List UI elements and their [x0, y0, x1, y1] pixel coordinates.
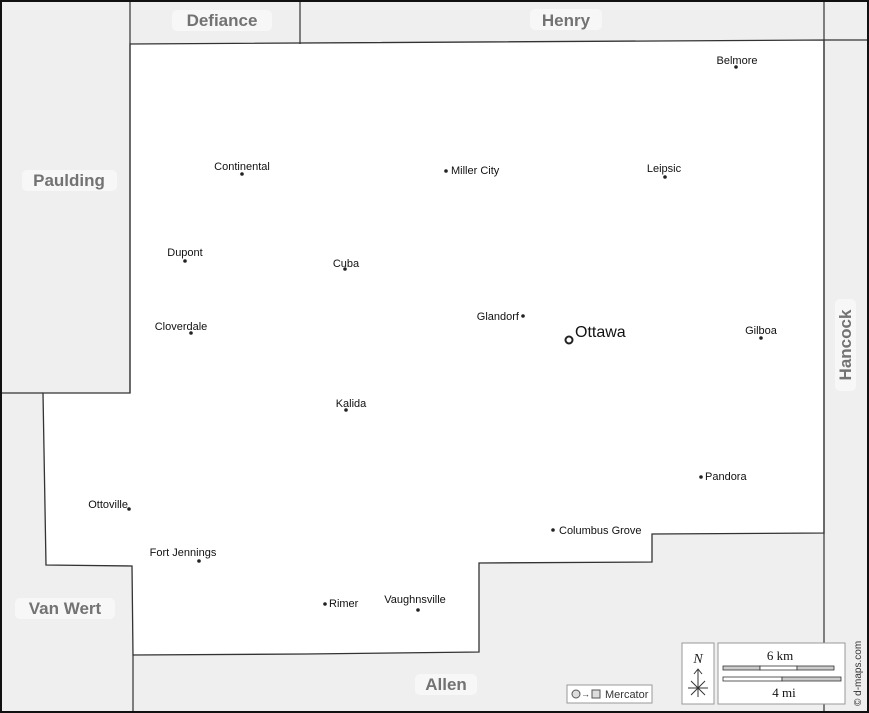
- north-label: N: [692, 652, 703, 667]
- town-label: Leipsic: [647, 163, 682, 175]
- county-seat-label: Ottawa: [575, 324, 626, 341]
- label-henry: Henry: [542, 11, 591, 30]
- projection-legend: → Mercator: [566, 684, 653, 704]
- town-label: Vaughnsville: [384, 594, 446, 606]
- scale-bar: 6 km 4 mi: [717, 642, 846, 705]
- town-label: Ottoville: [88, 499, 128, 511]
- north-arrow: N: [681, 642, 715, 705]
- neighbor-labels: Defiance Henry Paulding Van Wert Allen H…: [15, 9, 856, 695]
- town-label: Columbus Grove: [559, 525, 642, 537]
- town-label: Fort Jennings: [150, 547, 217, 559]
- town-label: Cuba: [333, 258, 360, 270]
- town-label: Cloverdale: [155, 321, 208, 333]
- town-label: Kalida: [336, 398, 367, 410]
- town-label: Miller City: [451, 165, 500, 177]
- svg-text:→: →: [581, 689, 590, 699]
- globe-icon: [571, 689, 581, 699]
- label-defiance: Defiance: [187, 11, 258, 30]
- scale-km-label: 6 km: [767, 648, 793, 663]
- projection-label: Mercator: [605, 689, 649, 701]
- label-van-wert: Van Wert: [29, 599, 102, 618]
- label-paulding: Paulding: [33, 171, 105, 190]
- scale-mi-label: 4 mi: [772, 685, 796, 700]
- county-seat-icon: [564, 335, 574, 345]
- town-label: Gilboa: [745, 325, 778, 337]
- town-label: Glandorf: [477, 311, 520, 323]
- towns: Belmore Continental Miller City Leipsic …: [88, 55, 778, 612]
- credit-label: © d-maps.com: [853, 641, 864, 706]
- label-allen: Allen: [425, 675, 467, 694]
- county-area: [42, 39, 825, 656]
- label-hancock: Hancock: [836, 309, 855, 380]
- town-label: Dupont: [167, 247, 202, 259]
- square-icon: [591, 689, 601, 699]
- town-label: Continental: [214, 161, 270, 173]
- town-label: Rimer: [329, 598, 359, 610]
- town-label: Pandora: [705, 471, 747, 483]
- town-label: Belmore: [717, 55, 758, 67]
